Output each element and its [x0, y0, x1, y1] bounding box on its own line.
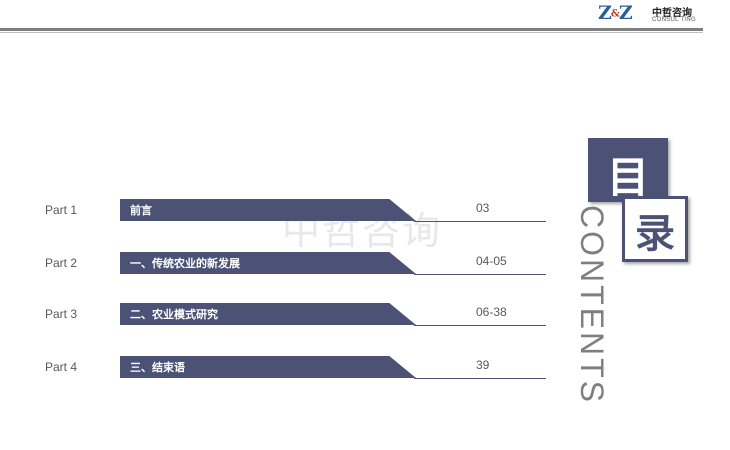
logo-mark: Z&Z [598, 2, 633, 24]
toc-title: 前言 [130, 204, 152, 217]
toc-underline [414, 221, 546, 222]
contents-heading: CONTENTS [574, 205, 610, 405]
logo-chinese-name: 中哲咨询 [652, 8, 692, 19]
toc-title: 一、传统农业的新发展 [130, 257, 240, 270]
header-divider [0, 28, 703, 31]
toc-row-3[interactable]: Part 3 二、农业模式研究 06-38 [0, 303, 560, 327]
toc-underline [414, 378, 546, 379]
toc-title-banner[interactable]: 三、结束语 [120, 356, 416, 378]
title-char-lu: 录 [635, 211, 675, 257]
toc-underline [414, 274, 546, 275]
toc-part-label: Part 3 [45, 307, 78, 321]
company-logo: Z&Z 中哲咨询 CONSUL TING [598, 2, 708, 26]
toc-page-number: 04-05 [476, 254, 507, 268]
toc-page-number: 06-38 [476, 305, 507, 319]
toc-row-2[interactable]: Part 2 一、传统农业的新发展 04-05 [0, 252, 560, 276]
toc-row-1[interactable]: Part 1 前言 03 [0, 199, 560, 223]
toc-title-banner[interactable]: 一、传统农业的新发展 [120, 252, 416, 274]
title-box-lu: 录 [622, 196, 688, 262]
logo-english-name: CONSUL TING [652, 17, 696, 23]
toc-underline [414, 325, 546, 326]
toc-part-label: Part 2 [45, 256, 78, 270]
toc-row-4[interactable]: Part 4 三、结束语 39 [0, 356, 560, 380]
toc-title: 三、结束语 [130, 361, 185, 374]
title-char-mu: 目 [606, 153, 649, 202]
toc-page-number: 03 [476, 201, 490, 215]
toc-title: 二、农业模式研究 [130, 308, 218, 321]
toc-part-label: Part 1 [45, 203, 78, 217]
toc-part-label: Part 4 [45, 360, 78, 374]
toc-title-banner[interactable]: 前言 [120, 199, 416, 221]
header-divider-thin [0, 32, 703, 33]
toc-title-banner[interactable]: 二、农业模式研究 [120, 303, 416, 325]
title-box-mu: 目 [588, 138, 668, 202]
toc-page-number: 39 [476, 358, 490, 372]
